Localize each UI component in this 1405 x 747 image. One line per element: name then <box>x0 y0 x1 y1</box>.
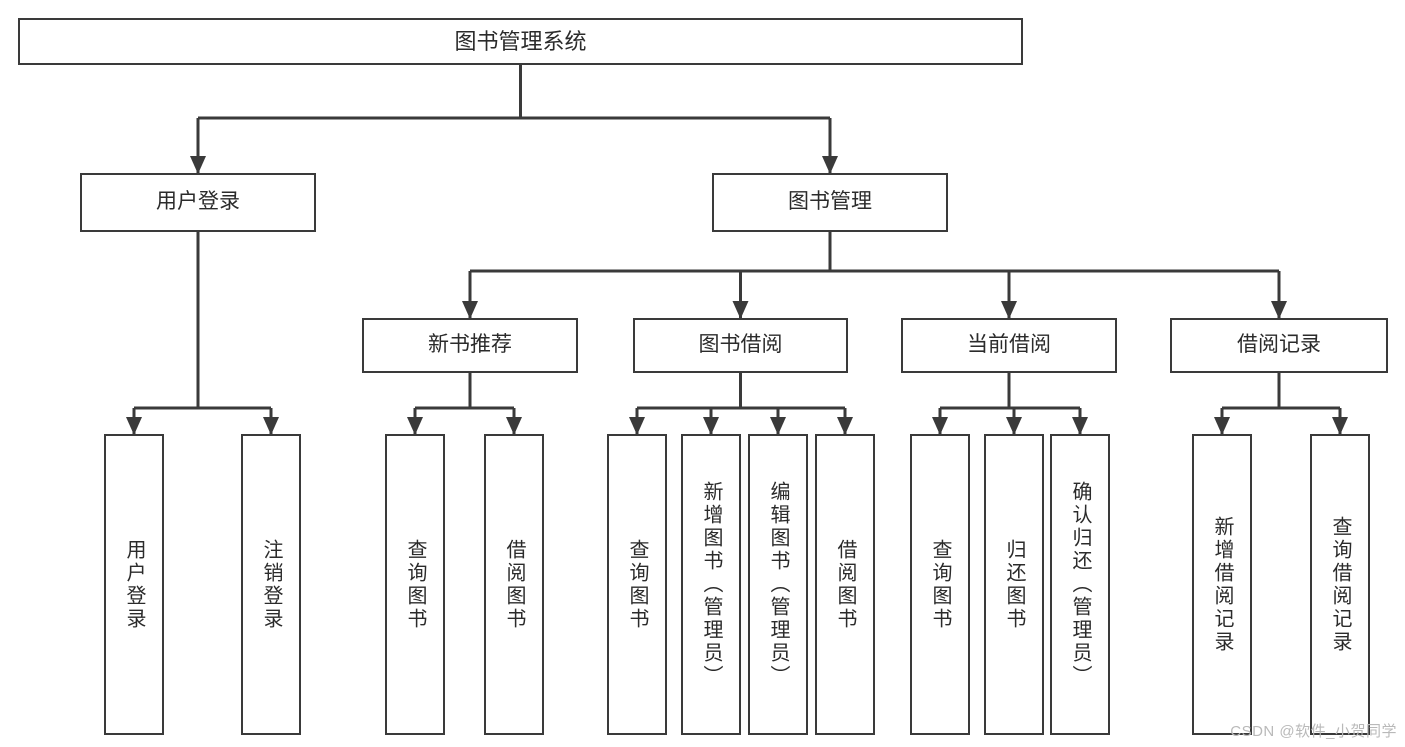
node-leaf-logout-label: 注销登录 <box>260 538 282 631</box>
node-leaf-current-confirm-label: 确认归还（管理员） <box>1069 481 1091 688</box>
node-leaf-current-confirm[interactable]: 确认归还（管理员） <box>1050 434 1110 735</box>
node-leaf-record-query-label: 查询借阅记录 <box>1329 515 1351 654</box>
node-current-borrow-label: 当前借阅 <box>967 333 1051 357</box>
node-leaf-record-add[interactable]: 新增借阅记录 <box>1192 434 1252 735</box>
node-leaf-borrow-query-label: 查询图书 <box>626 538 648 631</box>
node-borrow-records[interactable]: 借阅记录 <box>1170 318 1388 373</box>
node-borrow-records-label: 借阅记录 <box>1237 333 1321 357</box>
node-root-label: 图书管理系统 <box>454 28 587 54</box>
node-leaf-current-query-label: 查询图书 <box>929 538 951 631</box>
node-leaf-newbook-query-label: 查询图书 <box>404 538 426 631</box>
node-new-book-recommend[interactable]: 新书推荐 <box>362 318 578 373</box>
node-book-borrow[interactable]: 图书借阅 <box>633 318 848 373</box>
node-leaf-record-query[interactable]: 查询借阅记录 <box>1310 434 1370 735</box>
node-leaf-logout[interactable]: 注销登录 <box>241 434 301 735</box>
node-user-login[interactable]: 用户登录 <box>80 173 316 232</box>
node-leaf-record-add-label: 新增借阅记录 <box>1211 515 1233 654</box>
node-book-management-label: 图书管理 <box>788 190 872 214</box>
node-current-borrow[interactable]: 当前借阅 <box>901 318 1117 373</box>
node-leaf-current-return[interactable]: 归还图书 <box>984 434 1044 735</box>
node-leaf-current-return-label: 归还图书 <box>1003 538 1025 631</box>
node-leaf-borrow-edit[interactable]: 编辑图书（管理员） <box>748 434 808 735</box>
node-leaf-borrow-edit-label: 编辑图书（管理员） <box>767 481 789 688</box>
node-leaf-borrow-query[interactable]: 查询图书 <box>607 434 667 735</box>
node-user-login-label: 用户登录 <box>156 190 240 214</box>
node-leaf-borrow-borrow[interactable]: 借阅图书 <box>815 434 875 735</box>
node-leaf-user-login-label: 用户登录 <box>123 538 145 631</box>
node-leaf-current-query[interactable]: 查询图书 <box>910 434 970 735</box>
node-book-management[interactable]: 图书管理 <box>712 173 948 232</box>
node-leaf-borrow-borrow-label: 借阅图书 <box>834 538 856 631</box>
node-new-book-recommend-label: 新书推荐 <box>428 333 512 357</box>
node-leaf-user-login[interactable]: 用户登录 <box>104 434 164 735</box>
node-book-borrow-label: 图书借阅 <box>698 333 783 357</box>
node-root[interactable]: 图书管理系统 <box>18 18 1023 65</box>
watermark: CSDN @软件_小贺同学 <box>1230 723 1397 740</box>
node-leaf-newbook-borrow-label: 借阅图书 <box>503 538 525 631</box>
node-leaf-newbook-query[interactable]: 查询图书 <box>385 434 445 735</box>
node-leaf-borrow-add[interactable]: 新增图书（管理员） <box>681 434 741 735</box>
node-leaf-newbook-borrow[interactable]: 借阅图书 <box>484 434 544 735</box>
node-leaf-borrow-add-label: 新增图书（管理员） <box>700 481 722 688</box>
